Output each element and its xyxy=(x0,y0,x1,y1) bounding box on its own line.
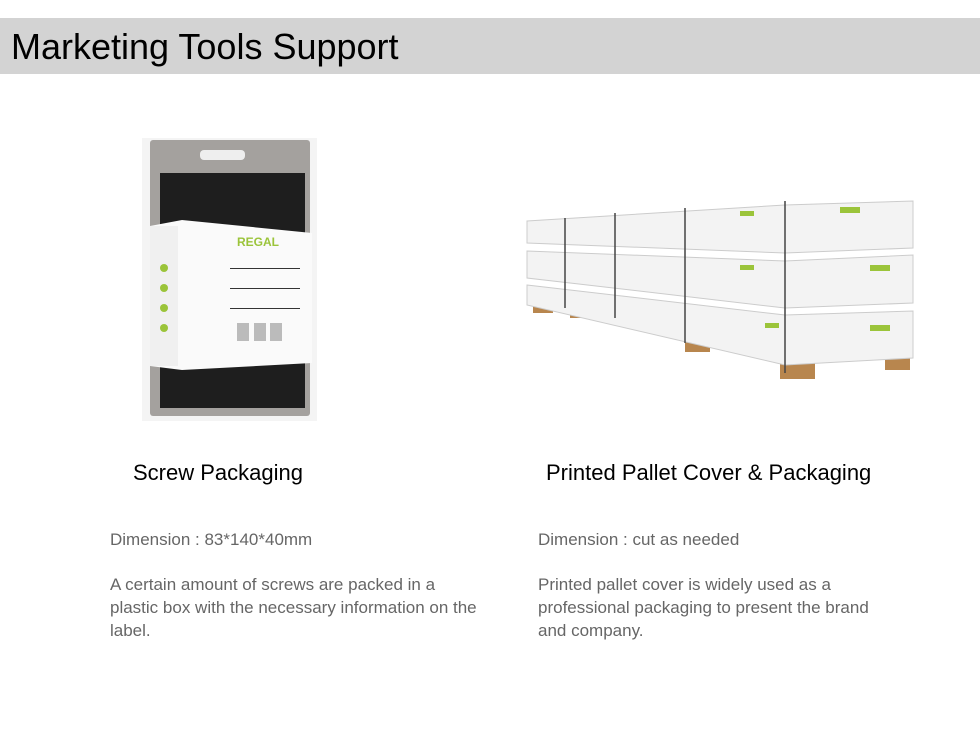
svg-text:REGAL: REGAL xyxy=(237,235,279,249)
pallet-dimension: Dimension : cut as needed xyxy=(538,530,740,549)
screw-description: A certain amount of screws are packed in… xyxy=(110,575,477,640)
page-title: Marketing Tools Support xyxy=(11,26,399,67)
screw-packaging-caption: Screw Packaging xyxy=(133,460,303,485)
pallet-cover-caption: Printed Pallet Cover & Packaging xyxy=(546,460,872,485)
title-bar: Marketing Tools Support xyxy=(0,18,980,74)
screw-packaging-image: REGAL xyxy=(142,138,317,421)
pallet-cover-image xyxy=(526,200,914,379)
pallet-description: Printed pallet cover is widely used as a… xyxy=(538,575,869,640)
screw-dimension: Dimension : 83*140*40mm xyxy=(110,530,313,549)
